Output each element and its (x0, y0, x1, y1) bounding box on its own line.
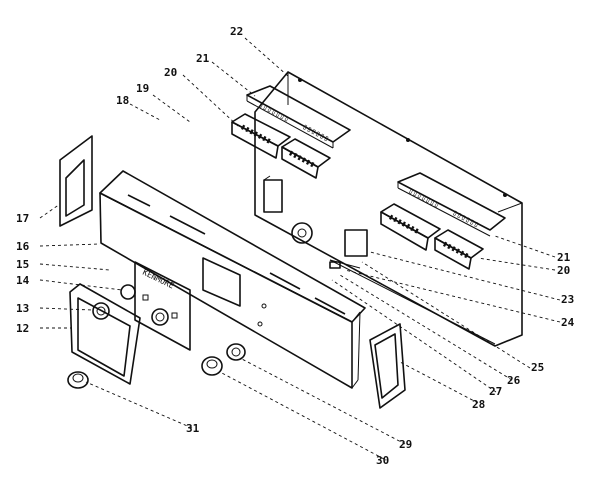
callout-14: 14 (16, 274, 30, 287)
nameplate: KENMORE (134, 261, 191, 351)
knob-30 (201, 356, 223, 376)
callout-25: 25 (531, 361, 544, 374)
callout-22: 22 (230, 25, 243, 38)
callout-27: 27 (489, 385, 502, 398)
svg-text:▮▮▮▮▮▮: ▮▮▮▮▮▮ (441, 239, 471, 261)
knob-14 (120, 284, 136, 300)
callout-12: 12 (16, 322, 29, 335)
callout-16: 16 (16, 240, 30, 253)
switch-block-lower-left: ▮▮▮▮▮▮▮ (380, 203, 441, 251)
svg-text:▯▯▯▯▯▯▯: ▯▯▯▯▯▯▯ (257, 100, 291, 124)
callout-17: 17 (16, 212, 29, 225)
callout-30: 30 (376, 454, 389, 467)
bezel (69, 283, 141, 385)
leader-lines (39, 37, 561, 460)
end-cap-left (59, 135, 93, 227)
knob-31 (67, 371, 89, 389)
callout-24: 24 (561, 316, 575, 329)
callout-18: 18 (116, 94, 129, 107)
callout-21-upper: 21 (196, 52, 210, 65)
switch-block-upper-right: ▮▮▮▮▮▮ (281, 138, 331, 179)
callout-13: 13 (16, 302, 29, 315)
callout-labels: 22 21 20 19 18 17 16 15 14 13 12 21 20 2… (16, 25, 575, 467)
svg-text:▮▮▮▮▮▮: ▮▮▮▮▮▮ (287, 148, 317, 170)
end-cap-right (369, 323, 406, 409)
svg-text:▯▯▯▯▯▯: ▯▯▯▯▯▯ (451, 208, 481, 230)
svg-text:▯▯▯▯▯▯▯: ▯▯▯▯▯▯▯ (407, 186, 441, 210)
switch-block-lower-right: ▮▮▮▮▮▮ (434, 229, 484, 270)
callout-23: 23 (561, 293, 574, 306)
back-plate (254, 71, 523, 347)
callout-19: 19 (136, 82, 149, 95)
callout-21-lower: 21 (557, 251, 571, 264)
control-panel-housing (99, 170, 366, 389)
callout-20-upper: 20 (164, 66, 177, 79)
callout-31: 31 (186, 422, 200, 435)
knob-29 (226, 343, 246, 361)
callout-20-lower: 20 (557, 264, 570, 277)
callout-15: 15 (16, 258, 29, 271)
timer-motor (263, 175, 368, 269)
callout-28: 28 (472, 398, 485, 411)
brand-label: KENMORE (141, 268, 175, 291)
callout-29: 29 (399, 438, 412, 451)
callout-26: 26 (507, 374, 521, 387)
